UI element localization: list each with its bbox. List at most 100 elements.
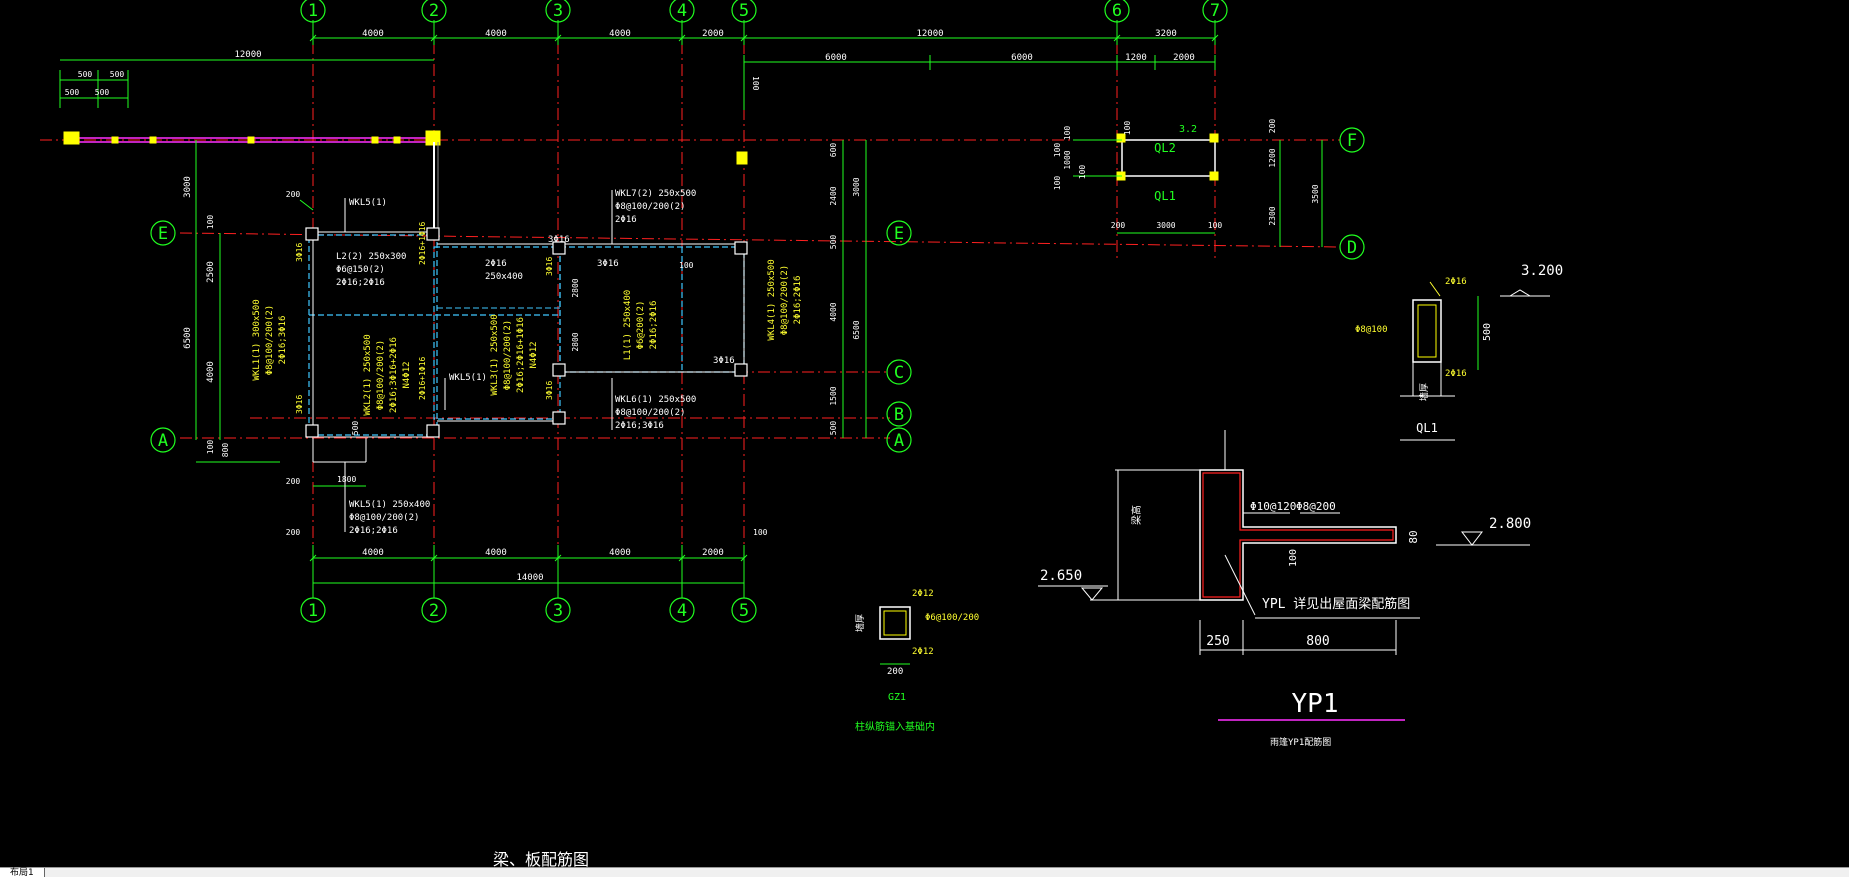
label-3phi16-left: 3Φ16	[295, 243, 304, 262]
column-7	[552, 411, 566, 425]
dim-right-6: 1500	[829, 386, 838, 405]
dim-right-0: 600	[829, 143, 838, 158]
frame-left-bay	[308, 234, 438, 436]
ql-dim-100-top: 100	[1123, 121, 1132, 136]
grid-bubble-mid-E-circle	[886, 220, 912, 246]
dim-tick	[740, 34, 748, 42]
grid-bubble-top-3-label: 3	[553, 1, 563, 21]
grid-bubble-top-6-circle	[1104, 0, 1130, 23]
grid-bubble-bottom-3-circle	[545, 597, 571, 623]
dim-1800: 1800	[337, 475, 356, 484]
yp1-beam-height: 梁高	[1130, 505, 1143, 525]
grid-bubble-bottom-4-label: 4	[677, 601, 687, 621]
column-5	[734, 241, 748, 255]
elevation-2650: 2.650	[1040, 568, 1082, 584]
dim-100-L1: 100	[679, 261, 694, 270]
grid-bubble-mid-C-label: C	[894, 363, 904, 383]
column-0	[305, 227, 319, 241]
grid-bubble-top-1-circle	[300, 0, 326, 23]
grid-bubble-bottom-5-circle	[731, 597, 757, 623]
dim-top2-span-3: 2000	[1173, 53, 1195, 63]
dim-200-1: 200	[286, 477, 301, 486]
gz-section-outer	[879, 606, 911, 640]
dim-2500: 2500	[206, 261, 216, 283]
label-l2-1: Φ6@150(2)	[336, 265, 385, 275]
dim-2800-a: 2800	[571, 278, 580, 297]
grid-bubble-mid-B-label: B	[894, 405, 904, 425]
ql-rect	[1121, 139, 1216, 177]
label-wkl2-1: Φ8@100/200(2)	[376, 340, 386, 410]
dim-tick	[430, 554, 438, 562]
dim-14000: 14000	[516, 573, 543, 583]
ql-dim-2: 100	[1053, 176, 1062, 191]
layout-tab-1[interactable]: 布局1	[0, 868, 45, 877]
column-2	[426, 424, 440, 438]
dim-right-2: 3000	[852, 177, 861, 196]
label-3phi16-right: 3Φ16	[713, 356, 735, 366]
column-8	[552, 363, 566, 377]
label-2phi16-col2: 2Φ16+1Φ16	[418, 221, 427, 265]
label-wkl5-mid: WKL5(1)	[449, 373, 487, 383]
ql-dim-6: 1200	[1268, 148, 1277, 167]
dim-right-5: 6500	[852, 320, 861, 339]
grid-bubble-bottom-4-circle	[669, 597, 695, 623]
dim-500-a: 500	[78, 70, 93, 79]
column-1	[426, 227, 440, 241]
dim-top-span-1: 4000	[485, 29, 507, 39]
label-l1-2: 2Φ16;2Φ16	[649, 301, 659, 350]
dim-right-7: 500	[829, 421, 838, 436]
ql-dim-4: 100	[1078, 165, 1087, 180]
dim-100-left-b: 100	[206, 440, 215, 455]
gz-note: 柱纵筋锚入基础内	[855, 720, 935, 733]
dim-100-left: 100	[206, 215, 215, 230]
grid-bubble-left-A-circle	[150, 427, 176, 453]
dim-800-left: 800	[221, 443, 230, 458]
dim-tick	[678, 34, 686, 42]
ql-dim-1: 100	[1053, 143, 1062, 158]
grid-bubble-top-4-circle	[669, 0, 695, 23]
yp1-80: 80	[1407, 530, 1420, 543]
ql1-section-stirrup	[1417, 304, 1437, 358]
label-wkl6-1: Φ8@100/200(2)	[615, 408, 685, 418]
dim-500-b: 500	[110, 70, 125, 79]
parapet-post-1	[149, 136, 157, 144]
parapet-post-3	[371, 136, 379, 144]
label-3phi16-mid: 3Φ16	[597, 259, 619, 269]
label-3phi16-left-b: 3Φ16	[295, 395, 304, 414]
dim-tick	[740, 554, 748, 562]
dim-3000-left: 3000	[183, 176, 193, 198]
ql1-stirrup-label: Φ8@100	[1355, 325, 1388, 335]
ql1-500: 500	[1482, 323, 1493, 341]
ql-dim-bot-2: 100	[1208, 221, 1223, 230]
label-wkl3-0: WKL3(1) 250x500	[490, 314, 500, 395]
dim-tick	[309, 554, 317, 562]
label-wkl5-bot-1: Φ8@100/200(2)	[349, 513, 419, 523]
elevation-3200: 3.200	[1521, 263, 1563, 279]
label-wkl2-3: N4Φ12	[402, 361, 412, 388]
dim-200-2: 200	[286, 528, 301, 537]
label-wkl4-2: 2Φ16;2Φ16	[793, 276, 803, 325]
grid-bubble-top-7-label: 7	[1210, 1, 1220, 21]
yp1-rebar-2: Φ8@200	[1296, 500, 1336, 513]
dim-500-c: 500	[65, 88, 80, 97]
dim-tick	[554, 34, 562, 42]
grid-bubble-top-2-circle	[421, 0, 447, 23]
dim-tick	[309, 34, 317, 42]
label-wkl5-top: WKL5(1)	[349, 198, 387, 208]
dim-200-leader	[299, 199, 314, 211]
dim-6500-left: 6500	[183, 327, 193, 349]
label-3phi16-top: 3Φ16	[548, 235, 570, 245]
parapet-post-4	[393, 136, 401, 144]
grid-bubble-bottom-2-circle	[421, 597, 447, 623]
label-wkl3-2: 2Φ16;2Φ16+1Φ16	[516, 317, 526, 393]
grid-bubble-left-E-label: E	[158, 224, 168, 244]
gz-title: GZ1	[888, 692, 906, 703]
grid-bubble-bottom-1-label: 1	[308, 601, 318, 621]
label-wkl1-1: Φ8@100/200(2)	[265, 305, 275, 375]
grid-bubble-top-7-circle	[1202, 0, 1228, 23]
label-l2-0: L2(2) 250x300	[336, 252, 406, 262]
dim-bottom-span-2: 4000	[609, 548, 631, 558]
ql-col-1	[1209, 133, 1219, 143]
grid-bubble-bottom-1-circle	[300, 597, 326, 623]
